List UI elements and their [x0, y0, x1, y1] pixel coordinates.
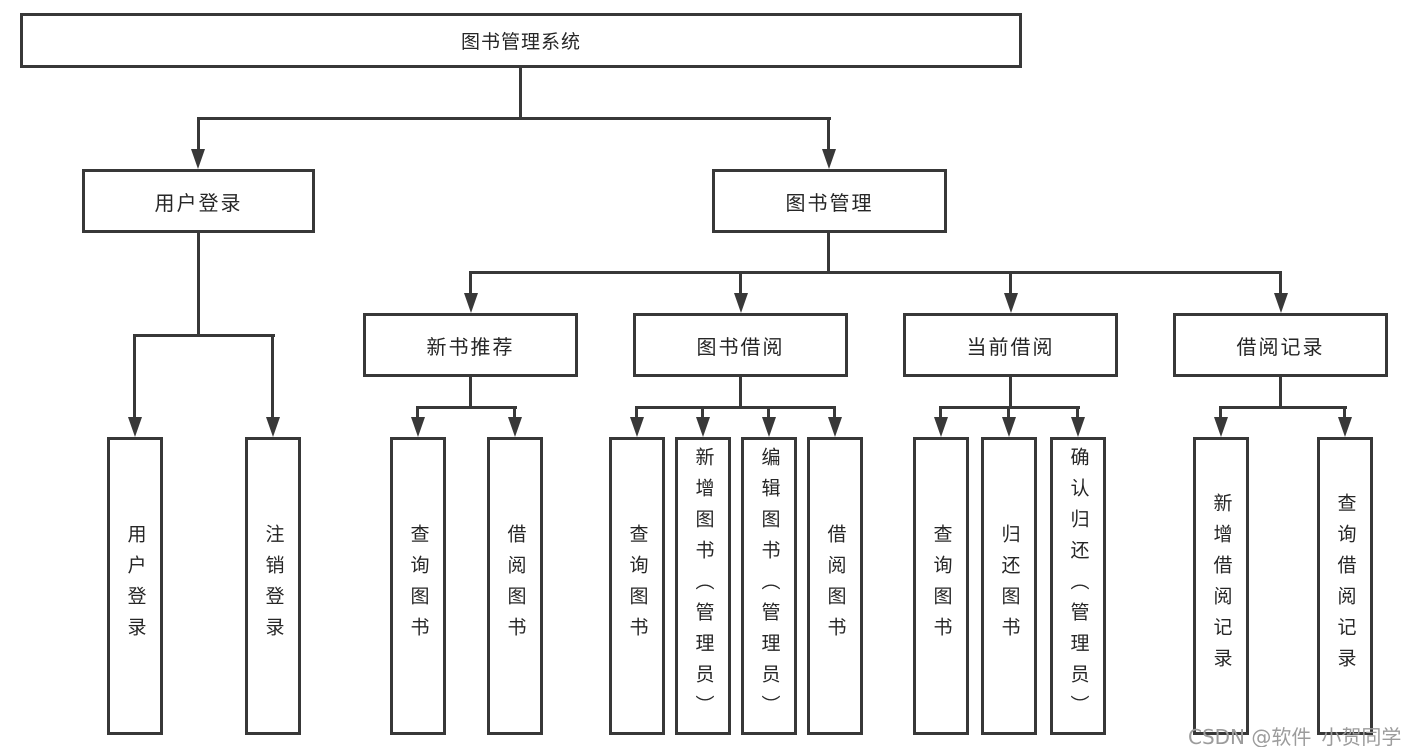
arrow-down-icon [411, 417, 425, 437]
node-current-borrow: 当前借阅 [903, 313, 1118, 377]
connector-line [635, 406, 638, 421]
connector-line [133, 334, 136, 421]
leaf-newrec-borrow-books: 借阅图书 [487, 437, 543, 735]
connector-line [197, 117, 200, 153]
leaf-records-query-borrow-record: 查询借阅记录 [1317, 437, 1373, 735]
connector-borrow-stem [739, 377, 742, 409]
arrow-down-icon [696, 417, 710, 437]
leaf-label: 新增图书（管理员） [692, 446, 715, 726]
leaf-current-return-books: 归还图书 [981, 437, 1037, 735]
arrow-down-icon [1004, 293, 1018, 313]
arrow-down-icon [464, 293, 478, 313]
connector-line [1007, 406, 1010, 421]
connector-line [469, 271, 472, 297]
leaf-label: 借阅图书 [504, 524, 527, 648]
leaf-label: 确认归还（管理员） [1067, 446, 1090, 726]
arrow-down-icon [630, 417, 644, 437]
leaf-current-confirm-return-admin: 确认归还（管理员） [1050, 437, 1106, 735]
connector-user-login-stem [197, 233, 200, 337]
arrow-down-icon [1002, 417, 1016, 437]
connector-book-mgmt-stem [827, 233, 830, 274]
node-label: 图书管理 [785, 190, 874, 215]
connector-newrec-bar [416, 406, 517, 409]
leaf-newrec-query-books: 查询图书 [390, 437, 446, 735]
node-new-book-recommend: 新书推荐 [363, 313, 578, 377]
leaf-label: 注销登录 [262, 524, 285, 648]
arrow-down-icon [734, 293, 748, 313]
leaf-label: 编辑图书（管理员） [758, 446, 781, 726]
leaf-label: 借阅图书 [824, 524, 847, 648]
arrow-down-icon [266, 417, 280, 437]
node-root-library-system: 图书管理系统 [20, 13, 1022, 68]
connector-line [739, 271, 742, 297]
arrow-down-icon [1214, 417, 1228, 437]
connector-records-stem [1279, 377, 1282, 409]
leaf-label: 归还图书 [998, 524, 1021, 648]
leaf-records-add-borrow-record: 新增借阅记录 [1193, 437, 1249, 735]
connector-line [833, 406, 836, 421]
connector-current-stem [1009, 377, 1012, 409]
node-label: 图书借阅 [696, 334, 785, 359]
connector-line [1279, 271, 1282, 297]
leaf-borrow-add-books-admin: 新增图书（管理员） [675, 437, 731, 735]
connector-records-bar [1219, 406, 1347, 409]
leaf-label: 查询图书 [626, 524, 649, 648]
leaf-logout: 注销登录 [245, 437, 301, 735]
arrow-down-icon [822, 149, 836, 169]
node-label: 借阅记录 [1236, 334, 1325, 359]
arrow-down-icon [828, 417, 842, 437]
leaf-label: 查询图书 [407, 524, 430, 648]
connector-line [1219, 406, 1222, 421]
arrow-down-icon [128, 417, 142, 437]
leaf-borrow-borrow-books: 借阅图书 [807, 437, 863, 735]
connector-line [827, 117, 830, 153]
node-borrow-records: 借阅记录 [1173, 313, 1388, 377]
arrow-down-icon [1338, 417, 1352, 437]
leaf-label: 用户登录 [124, 524, 147, 648]
arrow-down-icon [1071, 417, 1085, 437]
node-label: 用户登录 [154, 190, 243, 215]
node-book-management: 图书管理 [712, 169, 947, 233]
connector-line [1009, 271, 1012, 297]
leaf-borrow-query-books: 查询图书 [609, 437, 665, 735]
connector-line [767, 406, 770, 421]
arrow-down-icon [934, 417, 948, 437]
leaf-label: 查询图书 [930, 524, 953, 648]
connector-line [1343, 406, 1346, 421]
connector-user-login-bar [134, 334, 275, 337]
leaf-current-query-books: 查询图书 [913, 437, 969, 735]
connector-book-mgmt-bar [469, 271, 1282, 274]
connector-line [939, 406, 942, 421]
connector-line [271, 334, 274, 421]
connector-line [701, 406, 704, 421]
connector-root-bar [197, 117, 831, 120]
node-label: 新书推荐 [426, 334, 515, 359]
leaf-borrow-edit-books-admin: 编辑图书（管理员） [741, 437, 797, 735]
node-book-borrow: 图书借阅 [633, 313, 848, 377]
connector-borrow-bar [635, 406, 836, 409]
connector-root-stem [519, 68, 522, 118]
node-label: 图书管理系统 [460, 31, 581, 53]
leaf-label: 查询借阅记录 [1334, 493, 1357, 679]
arrow-down-icon [1274, 293, 1288, 313]
leaf-user-login: 用户登录 [107, 437, 163, 735]
leaf-label: 新增借阅记录 [1210, 493, 1233, 679]
arrow-down-icon [191, 149, 205, 169]
connector-line [416, 406, 419, 421]
connector-newrec-stem [469, 377, 472, 409]
csdn-watermark: CSDN @软件_小贺同学 [1188, 725, 1402, 747]
connector-line [1076, 406, 1079, 421]
connector-line [513, 406, 516, 421]
arrow-down-icon [762, 417, 776, 437]
node-user-login: 用户登录 [82, 169, 315, 233]
node-label: 当前借阅 [966, 334, 1055, 359]
arrow-down-icon [508, 417, 522, 437]
